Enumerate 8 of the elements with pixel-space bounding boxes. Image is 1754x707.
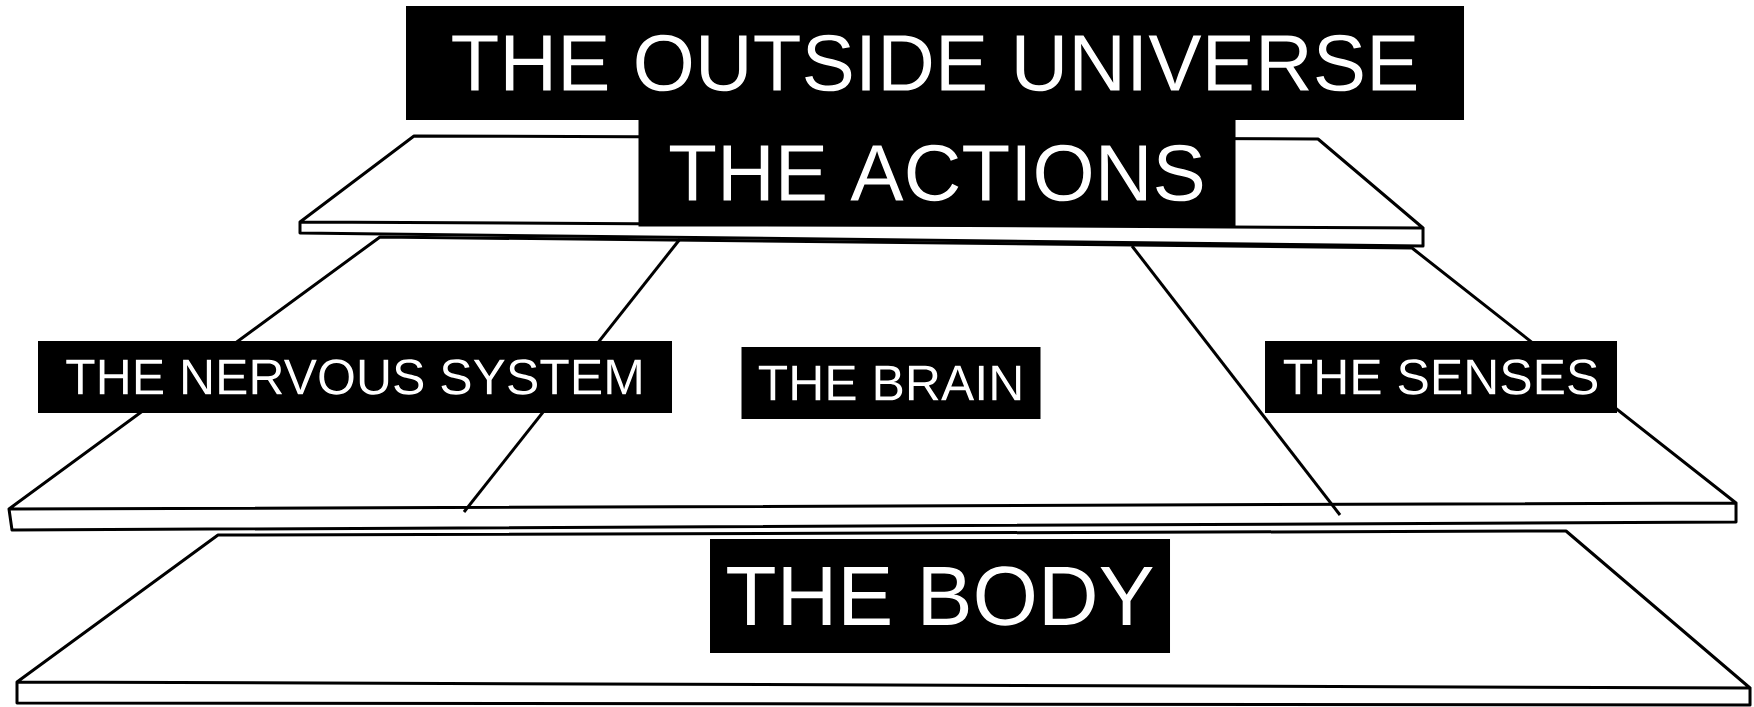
label-box: THE NERVOUS SYSTEM: [38, 341, 672, 413]
label-box: THE OUTSIDE UNIVERSE: [406, 6, 1464, 120]
label-box: THE BODY: [710, 539, 1170, 653]
label-box: THE BRAIN: [741, 347, 1041, 419]
node-label: THE ACTIONS: [669, 144, 1203, 202]
label-box: THE SENSES: [1265, 341, 1617, 413]
label-box: THE ACTIONS: [638, 119, 1236, 227]
node-label: THE OUTSIDE UNIVERSE: [452, 34, 1417, 92]
